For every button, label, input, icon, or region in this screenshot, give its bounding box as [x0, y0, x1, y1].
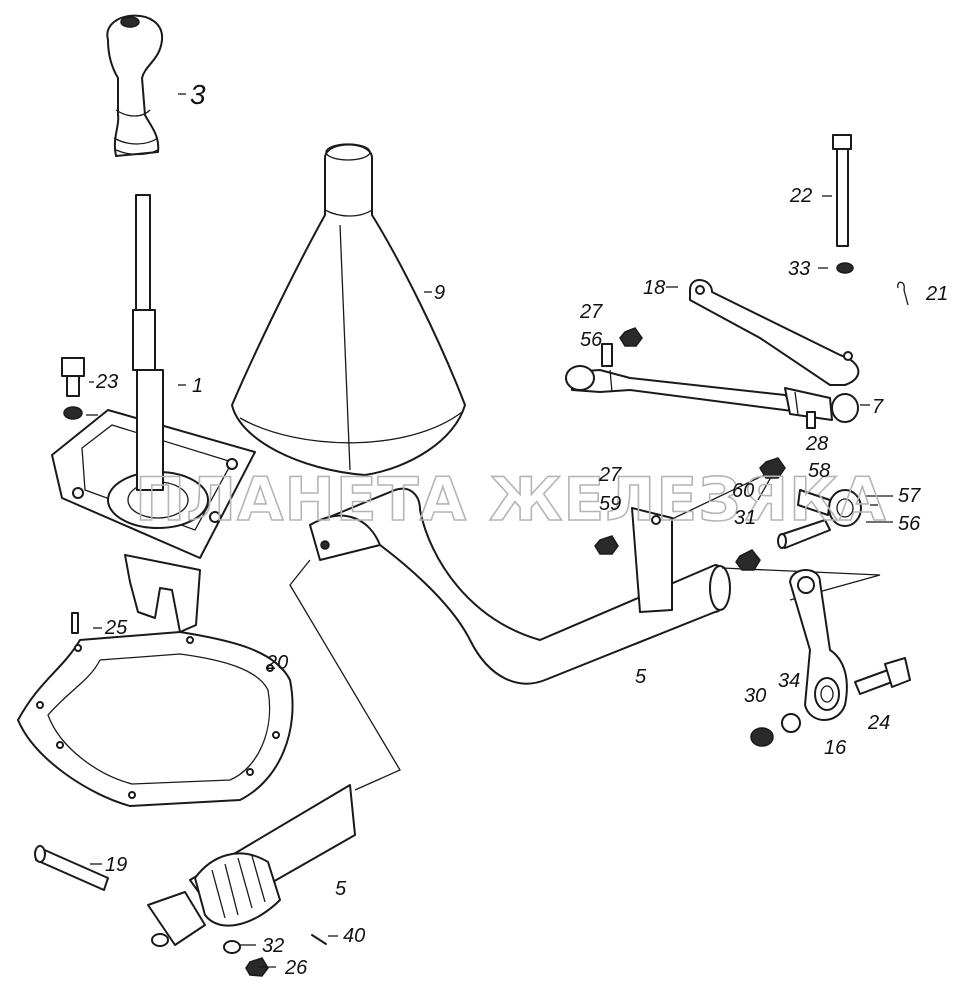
- callout-26: 26: [284, 957, 308, 979]
- callout-25: 25: [104, 617, 128, 639]
- callout-24: 24: [867, 712, 890, 734]
- leader-lines: [86, 93, 893, 968]
- nut-part-58: [759, 457, 786, 479]
- callout-labels: 3 1 23 9 18 22 33 21 27 56 7 28 27 58 60…: [95, 79, 948, 979]
- washer-part-34: [781, 713, 801, 733]
- callout-16: 16: [824, 737, 847, 759]
- boot-part-9: [231, 143, 466, 476]
- bolt-part-22: [832, 134, 852, 247]
- rod-bellows-part-5: [147, 784, 356, 947]
- callout-56-upper: 56: [580, 329, 603, 351]
- callout-9: 9: [434, 282, 445, 304]
- callout-28: 28: [805, 433, 828, 455]
- callout-22: 22: [789, 185, 812, 207]
- gear-knob-part-3: [106, 14, 164, 157]
- callout-34: 34: [778, 670, 800, 692]
- callout-21: 21: [925, 283, 948, 305]
- callout-5-upper: 5: [635, 666, 647, 688]
- callout-56-lower: 56: [898, 513, 921, 535]
- callout-57: 57: [898, 485, 921, 507]
- callout-19: 19: [105, 854, 127, 876]
- pin-part-60: [777, 519, 831, 549]
- bolt-part-23: [61, 357, 85, 420]
- pin-part-19: [34, 845, 109, 891]
- callout-20: 20: [265, 652, 288, 674]
- nut-part-27-upper: [619, 327, 643, 347]
- pin-part-28: [806, 411, 816, 429]
- callout-27-lower: 27: [598, 464, 622, 486]
- callout-1: 1: [192, 375, 203, 397]
- washer-part-33: [836, 262, 854, 274]
- clip-part-21: [897, 281, 909, 306]
- screw-part-25: [71, 612, 79, 634]
- callout-30: 30: [744, 685, 766, 707]
- watermark-text: ПЛАНЕТА ЖЕЛЕЗЯКА: [135, 465, 887, 535]
- callout-7: 7: [872, 396, 884, 418]
- callout-40: 40: [343, 925, 365, 947]
- callout-58: 58: [808, 460, 830, 482]
- callout-31: 31: [734, 507, 756, 529]
- washer-part-32: [223, 940, 241, 954]
- bolt-part-24: [854, 657, 911, 695]
- nut-part-30: [750, 727, 774, 747]
- callout-23: 23: [95, 371, 118, 393]
- gasket-part-20: [17, 631, 294, 807]
- callout-33: 33: [788, 258, 810, 280]
- tie-rod-part-7: [565, 365, 859, 423]
- callout-32: 32: [262, 935, 284, 957]
- ball-joint-part-57: [797, 489, 862, 527]
- shift-rod-part-5: [309, 487, 731, 685]
- callout-3: 3: [190, 79, 206, 110]
- nut-part-31: [735, 549, 761, 571]
- nut-part-26: [245, 957, 269, 977]
- callout-18: 18: [643, 277, 665, 299]
- callout-5-lower: 5: [335, 878, 347, 900]
- pin-part-56-upper: [601, 343, 613, 367]
- callout-59: 59: [599, 493, 621, 515]
- lever-arm-part-16: [789, 569, 848, 721]
- pin-part-40: [311, 934, 327, 945]
- gear-lever-part-1: [51, 194, 256, 633]
- nut-part-59: [594, 535, 619, 555]
- callout-27-upper: 27: [579, 301, 603, 323]
- callout-60: 60: [732, 480, 754, 502]
- bracket-part-18: [689, 279, 860, 386]
